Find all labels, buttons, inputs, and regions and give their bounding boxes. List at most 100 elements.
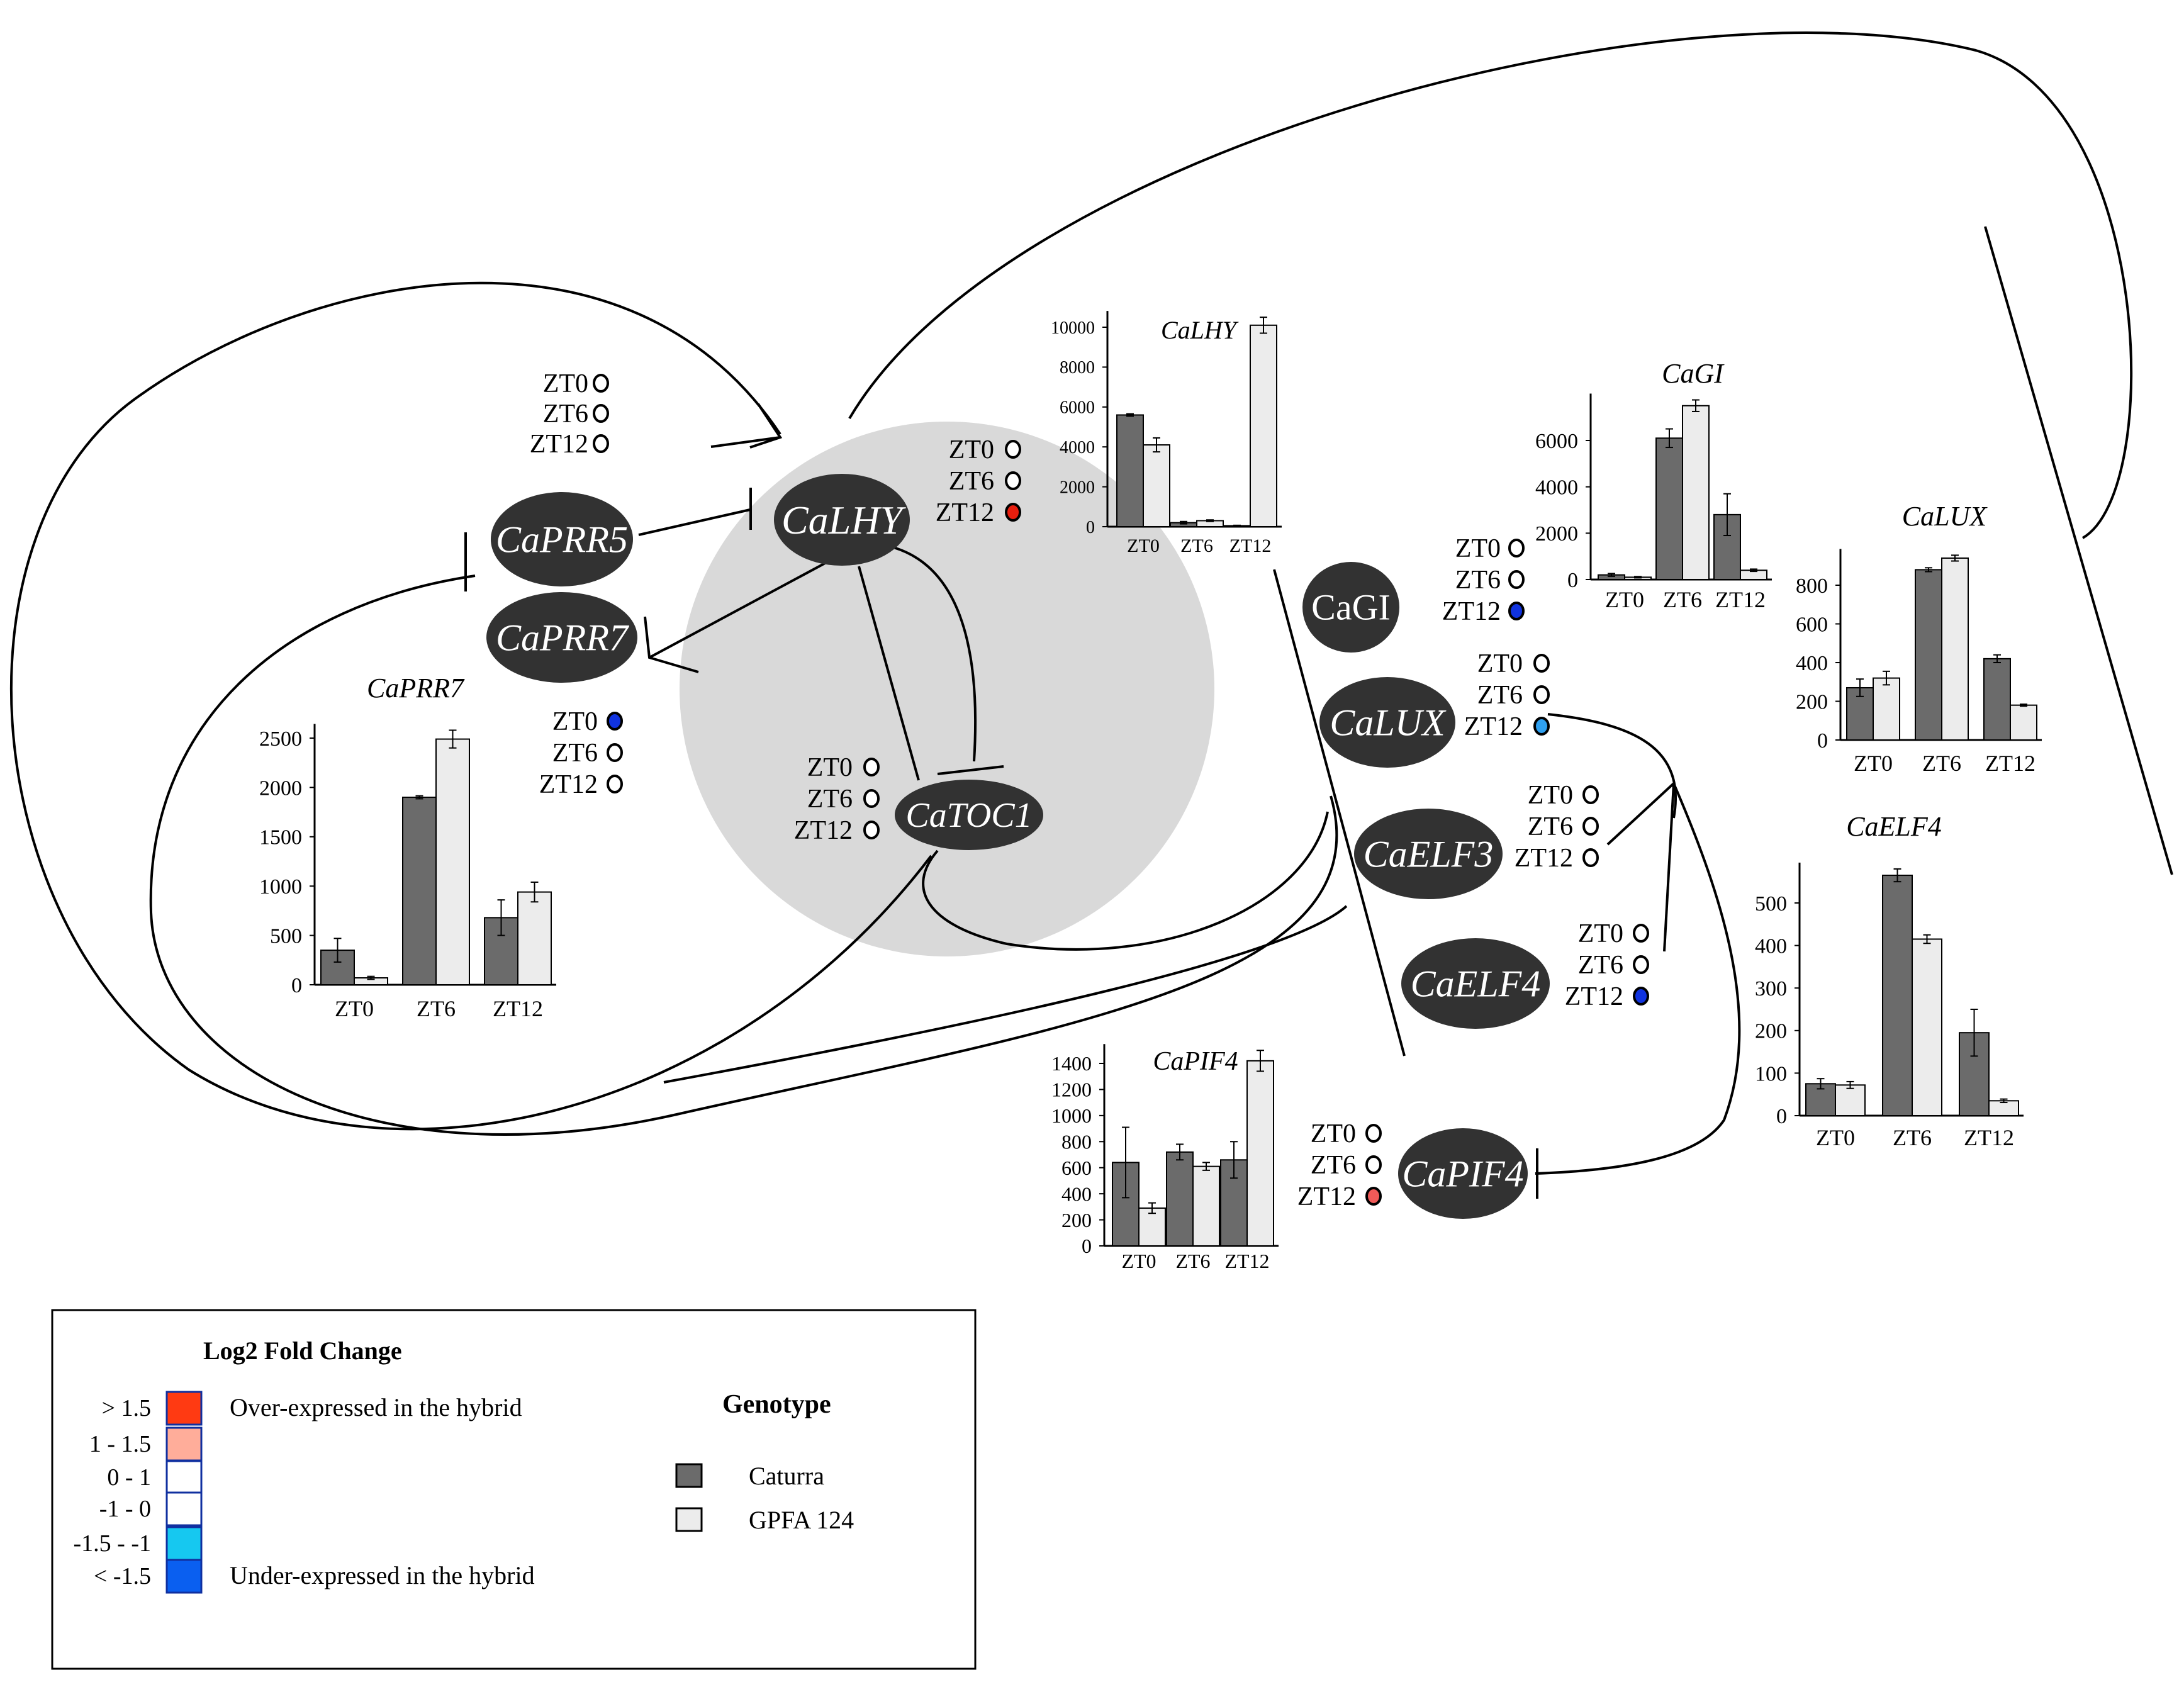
zt-status-dot xyxy=(1582,848,1599,867)
node-cagi: CaGI xyxy=(1302,562,1399,653)
zt-status-dot xyxy=(863,789,880,808)
y-tick-label: 600 xyxy=(1061,1157,1092,1179)
zt-status-dot xyxy=(863,821,880,839)
zt-status-dot xyxy=(1533,654,1550,673)
y-tick-label: 0 xyxy=(1082,1235,1092,1257)
zt-status-dot xyxy=(593,404,609,423)
node-calux: CaLUX xyxy=(1319,677,1455,768)
y-tick-label: 500 xyxy=(1755,892,1787,916)
x-tick-label: ZT0 xyxy=(335,996,374,1021)
genotype-label: GPFA 124 xyxy=(749,1506,854,1534)
bar-caturra xyxy=(1655,437,1683,580)
node-caelf4: CaELF4 xyxy=(1401,938,1550,1029)
bar-caturra xyxy=(1116,414,1144,527)
toc1-tbar xyxy=(937,765,1004,775)
chart-title: CaLHY xyxy=(1161,316,1239,344)
x-tick-label: ZT12 xyxy=(1715,587,1766,612)
node-shape-capif4 xyxy=(1398,1128,1528,1219)
edge-lux-to-pif4 xyxy=(1535,783,1741,1175)
x-tick-label: ZT6 xyxy=(1922,751,1961,776)
zt-status-dot xyxy=(607,712,623,731)
node-shape-calhy xyxy=(774,474,910,566)
zt-label: ZT6 xyxy=(949,467,994,496)
zt-label: ZT12 xyxy=(539,770,598,799)
y-tick-label: 8000 xyxy=(1060,358,1095,378)
zt-status-dot xyxy=(1365,1155,1382,1174)
zt-label: ZT6 xyxy=(552,739,598,768)
zt-status-dot xyxy=(607,775,623,793)
zt-label: ZT0 xyxy=(552,707,598,736)
lhy-arrow-head xyxy=(749,403,783,449)
y-tick-label: 400 xyxy=(1755,935,1787,958)
genotype-title: Genotype xyxy=(722,1390,831,1419)
edge-right-long xyxy=(1984,226,2173,875)
zt-label: ZT0 xyxy=(949,435,994,464)
y-tick-label: 1500 xyxy=(259,826,302,849)
prr7-arrow-head xyxy=(644,616,699,673)
node-capif4: CaPIF4 xyxy=(1398,1128,1528,1219)
legend-row-label: -1.5 - -1 xyxy=(74,1530,151,1557)
y-tick-label: 10000 xyxy=(1051,318,1095,338)
x-tick-label: ZT12 xyxy=(1229,535,1272,556)
legend-row-note: Under-expressed in the hybrid xyxy=(230,1561,535,1589)
zt-status-dot xyxy=(1533,717,1550,736)
node-label-caprr7: CaPRR7 xyxy=(496,617,630,658)
bar-gpfa-124 xyxy=(1912,938,1942,1116)
zt-status-dot xyxy=(1508,570,1525,589)
y-tick-label: 2000 xyxy=(259,776,302,800)
legend-swatch xyxy=(165,1391,203,1426)
node-label-catoc1: CaTOC1 xyxy=(905,796,1032,835)
node-label-caelf4: CaELF4 xyxy=(1411,963,1541,1004)
y-tick-label: 2000 xyxy=(1060,478,1095,497)
node-label-caelf3: CaELF3 xyxy=(1364,833,1494,875)
y-tick-label: 300 xyxy=(1755,977,1787,1000)
node-caprr7: CaPRR7 xyxy=(486,592,637,683)
y-tick-label: 400 xyxy=(1796,652,1828,675)
legend-row-label: 0 - 1 xyxy=(107,1464,151,1491)
legend-swatch xyxy=(165,1491,203,1527)
y-tick-label: 4000 xyxy=(1535,476,1578,500)
y-tick-label: 400 xyxy=(1061,1182,1092,1205)
legend-row-label: 1 - 1.5 xyxy=(89,1431,151,1457)
zt-label: ZT6 xyxy=(1311,1151,1356,1180)
bar-caturra xyxy=(1166,1151,1194,1247)
x-tick-label: ZT12 xyxy=(493,996,543,1021)
bar-gpfa-124 xyxy=(2010,704,2037,741)
node-catoc1: CaTOC1 xyxy=(895,780,1043,850)
legend-row: 0 - 1 xyxy=(107,1460,203,1495)
zt-label: ZT12 xyxy=(1464,712,1523,741)
zt-status-dot xyxy=(1508,602,1525,620)
node-shape-calux xyxy=(1319,677,1455,768)
zt-label: ZT6 xyxy=(1455,566,1501,595)
chart-title: CaPIF4 xyxy=(1153,1047,1238,1076)
y-tick-label: 2500 xyxy=(259,727,302,751)
x-tick-label: ZT6 xyxy=(1663,587,1702,612)
genotype-swatch xyxy=(675,1507,703,1532)
node-shape-caelf3 xyxy=(1354,809,1503,899)
legend-swatch xyxy=(165,1559,203,1594)
bar-gpfa-124 xyxy=(1682,405,1710,580)
zt-label: ZT0 xyxy=(807,753,853,782)
y-tick-label: 4000 xyxy=(1060,438,1095,457)
zt-label: ZT12 xyxy=(530,430,588,459)
edge-prr5-to-lhy xyxy=(638,508,751,536)
bar-gpfa-124 xyxy=(1138,1207,1166,1247)
node-shape-caelf4 xyxy=(1401,938,1550,1029)
zt-label: ZT0 xyxy=(543,369,588,398)
bar-gpfa-124 xyxy=(1192,1165,1220,1247)
bar-gpfa-124 xyxy=(1246,1060,1274,1247)
bar-caturra xyxy=(1983,658,2011,741)
node-label-calux: CaLUX xyxy=(1330,702,1447,743)
chart-title: CaGI xyxy=(1662,358,1725,389)
x-tick-label: ZT0 xyxy=(1121,1250,1156,1272)
